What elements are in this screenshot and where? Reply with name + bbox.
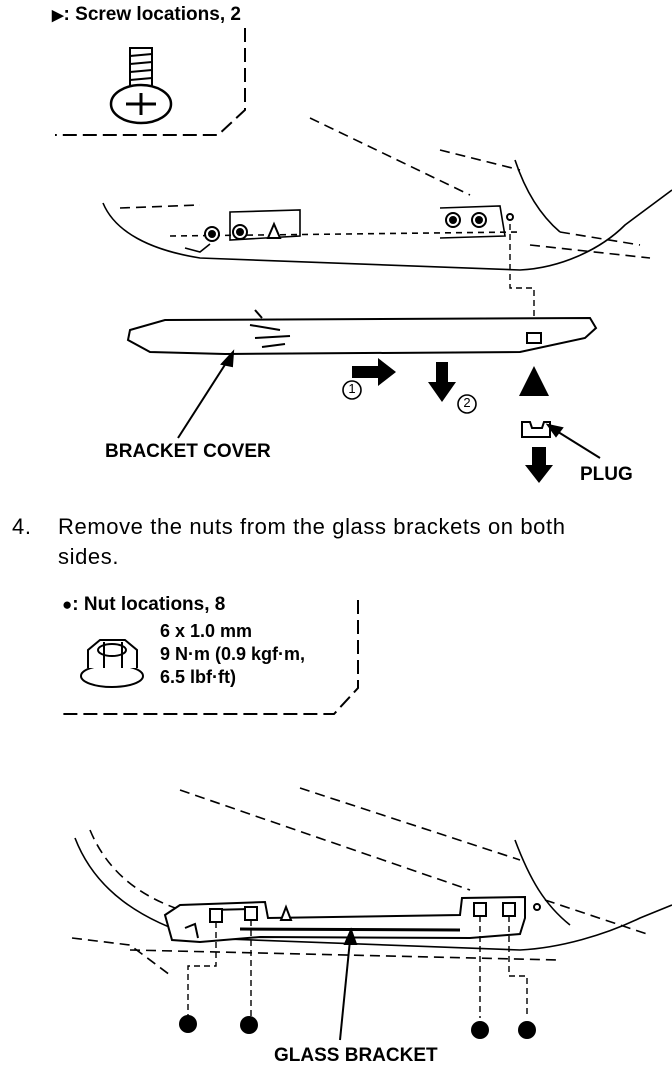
nuts-on-bracket	[209, 902, 541, 923]
screw-heads-on-body	[204, 212, 514, 242]
nut-legend: ●: Nut locations, 8	[62, 594, 225, 616]
plug-down-arrow	[525, 447, 553, 483]
screw-legend-box	[55, 28, 246, 136]
screw-legend: ▶: Screw locations, 2	[52, 4, 241, 26]
bracket-cover-part	[126, 309, 598, 356]
nut-torque-spec-1: 9 N·m (0.9 kgf·m,	[160, 644, 306, 664]
nut-marker-icon: ●	[62, 595, 73, 614]
step-text-line-1: Remove the nuts from the glass brackets …	[58, 514, 566, 539]
nut-legend-text: : Nut locations, 8	[72, 594, 226, 615]
glass-bracket-leader	[339, 927, 358, 1041]
body-panel-outline	[102, 117, 672, 271]
step-text-line-2: sides.	[58, 544, 120, 569]
nut-leader-lines	[187, 916, 528, 1018]
bracket-cover-leader	[177, 349, 235, 439]
step-text: Remove the nuts from the glass brackets …	[58, 512, 658, 572]
bracket-cover-drawing	[55, 28, 672, 483]
screw-marker-icon: ▶	[52, 7, 64, 24]
nut-location-markers	[179, 1015, 536, 1039]
plug-leader	[545, 423, 601, 459]
screw-legend-text: : Screw locations, 2	[63, 4, 241, 25]
step-2-number: 2	[463, 395, 471, 410]
step-1-number: 1	[348, 381, 356, 396]
plug-label: PLUG	[580, 464, 633, 485]
glass-bracket-label: GLASS BRACKET	[274, 1045, 438, 1066]
step-number: 4.	[12, 514, 32, 539]
door-sill-outline	[71, 787, 672, 976]
screw-icon	[109, 47, 173, 125]
nut-torque-spec-2: 6.5 lbf·ft)	[160, 667, 236, 687]
nut-spec: 6 x 1.0 mm 9 N·m (0.9 kgf·m, 6.5 lbf·ft)	[160, 620, 305, 689]
flange-nut-icon	[80, 639, 144, 688]
pull-down-arrow	[428, 362, 477, 414]
glass-bracket-part	[163, 895, 526, 944]
slide-right-arrow	[342, 358, 396, 400]
bracket-cover-label: BRACKET COVER	[105, 441, 271, 462]
nut-size-spec: 6 x 1.0 mm	[160, 621, 253, 641]
plug-up-arrow	[519, 366, 549, 396]
plug-part	[521, 421, 551, 438]
